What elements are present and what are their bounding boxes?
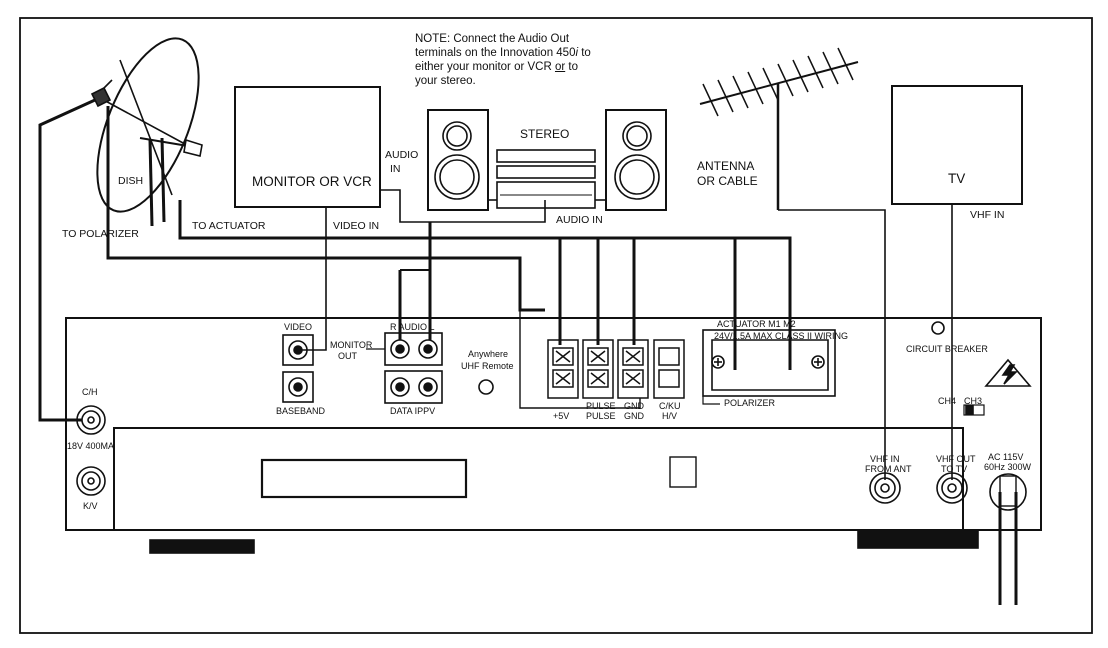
cable-dish-ch xyxy=(38,98,96,422)
audio-in-stereo-label: AUDIO IN xyxy=(556,214,603,226)
monitor-out-line2: OUT xyxy=(338,351,357,361)
cable-audio-monitor xyxy=(380,189,546,223)
terminal-block xyxy=(547,339,685,399)
kv-connector-label: K/V xyxy=(83,501,98,511)
terminal-pulse-label: PULSE xyxy=(586,411,616,421)
actuator-spec-label: 24V/1.5A MAX CLASS II WIRING xyxy=(714,331,849,341)
monitor-out-line1: MONITOR xyxy=(330,340,373,350)
antenna-label-line2: OR CABLE xyxy=(697,174,758,188)
connector-vhf-in xyxy=(869,472,901,504)
connector-vhf-out xyxy=(936,472,968,504)
audio-in-monitor-line1: AUDIO xyxy=(385,149,419,161)
anywhere-line2: UHF Remote xyxy=(461,361,514,371)
terminal-cku-label: C/KU xyxy=(659,401,681,411)
warning-triangle-icon xyxy=(984,358,1032,387)
uhf-remote-sensor xyxy=(478,379,494,395)
jack-audio-l xyxy=(418,339,438,359)
ac-line1: AC 115V xyxy=(988,452,1024,462)
jack-audio-r xyxy=(390,339,410,359)
actuator-box xyxy=(702,329,836,397)
cable-antenna xyxy=(778,209,886,480)
ch4-label: CH4 xyxy=(938,396,957,406)
cable-polarizer xyxy=(106,106,545,312)
ch3-label: CH3 xyxy=(964,396,983,406)
antenna-icon xyxy=(699,47,859,210)
vhf-in-label: VHF IN xyxy=(970,209,1005,221)
ch-connector-label: C/H xyxy=(82,387,98,397)
polarizer-label: POLARIZER xyxy=(724,398,776,408)
actuator-header-label: ACTUATOR M1 M2 xyxy=(717,319,796,329)
power-cord xyxy=(989,473,1027,605)
video-jack-label: VIDEO xyxy=(284,322,313,332)
terminal-gnd-label: GND xyxy=(624,411,644,421)
stereo-label: STEREO xyxy=(520,127,570,141)
tv-box xyxy=(891,85,1023,205)
jack-data xyxy=(390,377,410,397)
audio-in-monitor-line2: IN xyxy=(390,163,401,175)
vhf-in-from-ant-line1: VHF IN xyxy=(870,454,900,464)
terminal-hv-label: H/V xyxy=(662,411,678,421)
tv-label: TV xyxy=(948,171,966,186)
jack-video xyxy=(288,340,308,360)
antenna-label-line1: ANTENNA xyxy=(697,159,755,173)
speaker-right-icon xyxy=(605,109,667,211)
18v-label: 18V 400MA xyxy=(67,441,115,451)
anywhere-line1: Anywhere xyxy=(468,349,509,359)
to-actuator-label: TO ACTUATOR xyxy=(192,220,266,232)
dish-label: DISH xyxy=(118,175,144,187)
connection-note: NOTE: Connect the Audio Out terminals on… xyxy=(415,33,591,87)
speaker-left-icon xyxy=(427,109,489,211)
display-window xyxy=(260,458,468,499)
circuit-breaker xyxy=(931,321,945,335)
receiver-foot-left xyxy=(149,539,255,554)
dish-icon xyxy=(90,37,203,227)
video-in-label: VIDEO IN xyxy=(333,220,380,232)
vhf-out-line1: VHF OUT xyxy=(936,454,976,464)
stereo-receiver-icon xyxy=(496,149,596,209)
circuit-breaker-label: CIRCUIT BREAKER xyxy=(906,344,988,354)
vhf-in-from-ant-line2: FROM ANT xyxy=(865,464,912,474)
jack-ippv xyxy=(418,377,438,397)
connector-ch xyxy=(76,405,106,435)
monitor-box xyxy=(234,86,381,208)
receiver-front xyxy=(113,427,964,531)
ac-line2: 60Hz 300W xyxy=(984,462,1032,472)
data-ippv-label: DATA IPPV xyxy=(390,406,436,416)
terminal-gnd-top-label: GND xyxy=(624,401,644,411)
jack-baseband xyxy=(288,377,308,397)
terminal-pulse-top-label: PULSE xyxy=(586,401,616,411)
front-button xyxy=(669,456,697,488)
terminal-5v-label: +5V xyxy=(553,411,570,421)
vhf-out-line2: TO TV xyxy=(941,464,968,474)
audio-rl-label: R AUDIO L xyxy=(390,322,435,332)
to-polarizer-label: TO POLARIZER xyxy=(62,228,139,240)
connector-kv xyxy=(76,466,106,496)
cable-actuator xyxy=(178,200,792,370)
monitor-label: MONITOR OR VCR xyxy=(252,174,372,189)
baseband-label: BASEBAND xyxy=(276,406,326,416)
diagram-frame xyxy=(19,17,1093,634)
receiver-foot-right xyxy=(857,529,979,549)
ch-switch xyxy=(963,404,985,416)
